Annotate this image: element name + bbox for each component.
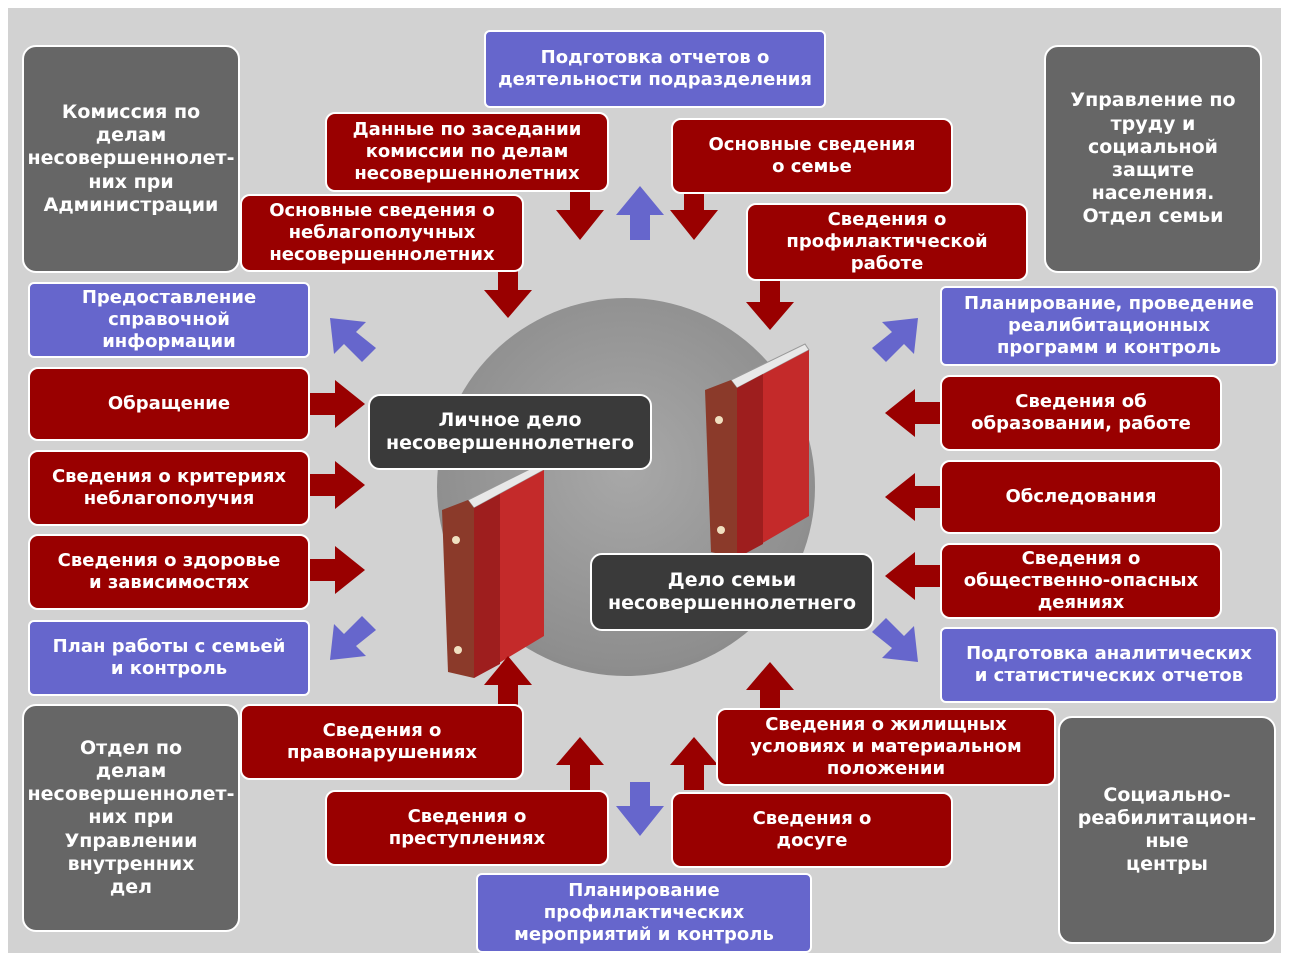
arrow-down-icon [484, 265, 532, 318]
agency-labor-dept: Управление по труду и социальной защите … [1044, 45, 1262, 273]
arrow-up-icon [556, 737, 604, 790]
arrow-down-icon [746, 280, 794, 330]
input-education: Сведения об образовании, работе [940, 375, 1222, 451]
output-analytics: Подготовка аналитических и статистически… [940, 627, 1278, 703]
output-rehab-planning: Планирование, проведение реалибитационны… [940, 286, 1278, 366]
arrow-down-right-icon [872, 618, 918, 662]
arrow-up-icon [484, 656, 532, 705]
arrow-left-icon [885, 473, 942, 521]
arrow-down-left-icon [330, 616, 376, 660]
input-troubled-minors: Основные сведения о неблагополучных несо… [240, 194, 524, 272]
output-family-plan: План работы с семьей и контроль [28, 620, 310, 696]
input-commission-meetings: Данные по заседании комиссии по делам не… [325, 112, 609, 192]
input-family-basic: Основные сведения о семье [671, 118, 953, 194]
arrow-down-icon [670, 190, 718, 240]
arrow-left-icon [885, 552, 942, 600]
arrow-right-icon [308, 546, 365, 594]
input-offenses: Сведения о правонарушениях [240, 704, 524, 780]
arrow-down-icon [556, 190, 604, 240]
family-file-binder-icon [705, 343, 810, 558]
arrow-down-icon [616, 782, 664, 836]
personal-file-label: Личное дело несовершеннолетнего [368, 394, 652, 470]
arrow-up-right-icon [872, 318, 918, 362]
arrow-up-icon [616, 186, 664, 240]
arrow-up-icon [670, 737, 718, 790]
personal-file-binder-icon [442, 463, 545, 678]
output-reports-top: Подготовка отчетов о деятельности подраз… [484, 30, 826, 108]
arrow-right-icon [308, 461, 365, 509]
agency-commission: Комиссия по делам несовершеннолет- них п… [22, 45, 240, 273]
input-appeal: Обращение [28, 367, 310, 441]
output-prevention-planning: Планирование профилактических мероприяти… [476, 873, 812, 953]
input-criteria: Сведения о критериях неблагополучия [28, 450, 310, 526]
input-housing: Сведения о жилищных условиях и материаль… [716, 708, 1056, 786]
input-dangerous-acts: Сведения о общественно-опасных деяниях [940, 543, 1222, 619]
family-file-label: Дело семьи несовершеннолетнего [590, 553, 874, 631]
input-prevention-work: Сведения о профилактической работе [746, 203, 1028, 281]
input-leisure: Сведения о досуге [671, 792, 953, 868]
arrow-up-icon [746, 662, 794, 712]
agency-police-dept: Отдел по делам несовершеннолет- них при … [22, 704, 240, 932]
arrow-right-icon [308, 380, 365, 428]
input-health: Сведения о здоровье и зависимостях [28, 534, 310, 610]
input-crimes: Сведения о преступлениях [325, 790, 609, 866]
output-reference-info: Предоставление справочной информации [28, 282, 310, 358]
input-surveys: Обследования [940, 460, 1222, 534]
agency-rehab-centers: Социально- реабилитацион- ные центры [1058, 716, 1276, 944]
arrow-left-icon [885, 389, 942, 437]
arrow-up-left-icon [330, 318, 376, 362]
